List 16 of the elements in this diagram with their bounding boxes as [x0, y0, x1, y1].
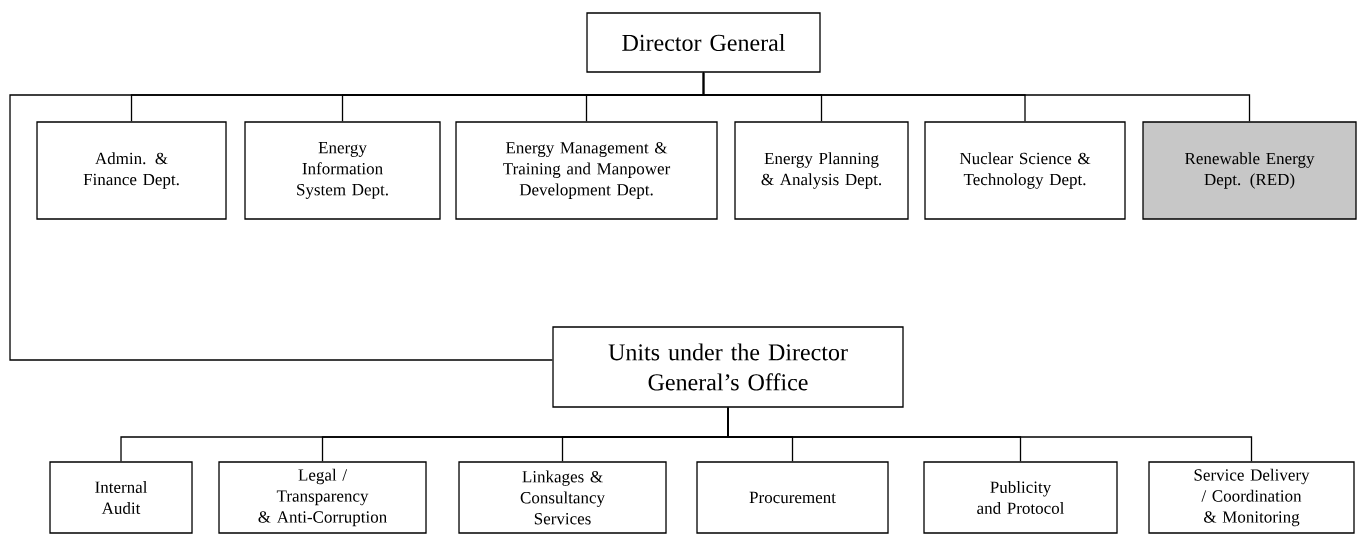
connector-line: [9, 72, 705, 361]
connector-line: [727, 407, 1253, 462]
department-box: Energy Information System Dept.: [244, 121, 441, 220]
department-box: Legal / Transparency & Anti-Corruption: [218, 461, 427, 534]
department-box: Service Delivery / Coordination & Monitoring: [1148, 461, 1355, 534]
department-box: Publicity and Protocol: [923, 461, 1118, 534]
department-box: Admin. & Finance Dept.: [36, 121, 227, 220]
department-box: Nuclear Science & Technology Dept.: [924, 121, 1126, 220]
department-box: Procurement: [696, 461, 889, 534]
department-box: Energy Planning & Analysis Dept.: [734, 121, 909, 220]
department-box: Linkages & Consultancy Services: [458, 461, 667, 534]
department-box: Internal Audit: [49, 461, 193, 534]
department-box: Renewable Energy Dept. (RED): [1142, 121, 1357, 220]
title-box: Director General: [586, 12, 821, 73]
title-box: Units under the Director General’s Office: [552, 326, 904, 408]
department-box: Energy Management & Training and Manpower Development Dept.: [455, 121, 718, 220]
